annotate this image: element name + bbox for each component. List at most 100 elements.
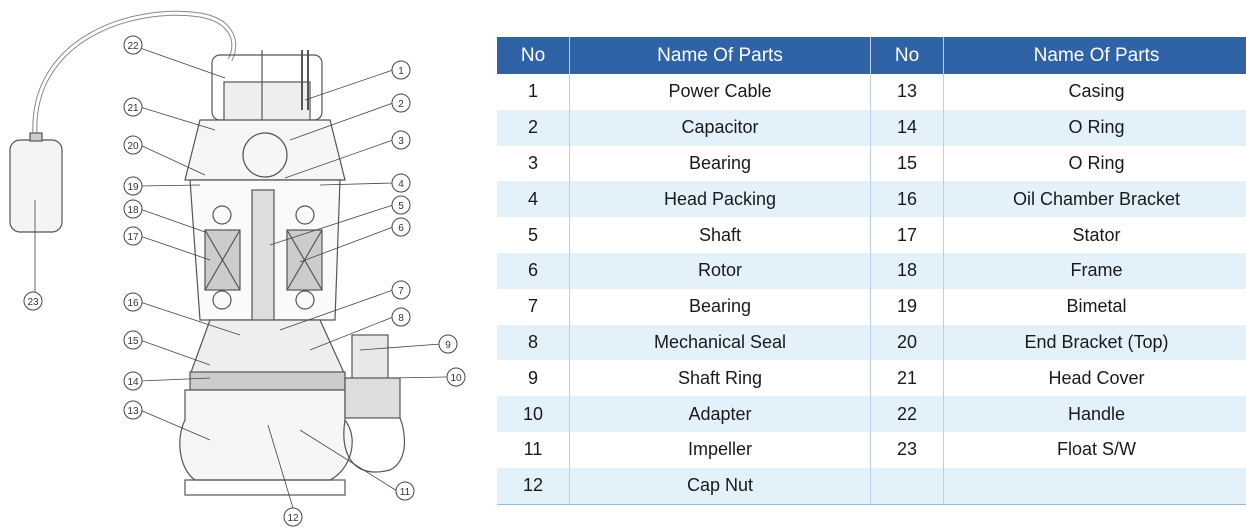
part-name: Impeller xyxy=(569,431,871,468)
callout-leaders xyxy=(34,47,448,509)
part-no: 13 xyxy=(870,74,944,110)
callout-7: 7 xyxy=(391,280,411,300)
part-name: Head Cover xyxy=(943,360,1246,397)
part-name: Shaft Ring xyxy=(569,360,871,397)
svg-text:16: 16 xyxy=(127,298,139,309)
part-name: Handle xyxy=(943,396,1246,432)
part-no: 3 xyxy=(527,152,538,173)
header-name: Name Of Parts xyxy=(943,37,1246,74)
part-no: 12 xyxy=(497,467,570,505)
svg-text:14: 14 xyxy=(127,377,139,388)
part-no: 14 xyxy=(870,109,944,146)
part-no: 4 xyxy=(497,181,570,218)
callout-11: 11 xyxy=(395,481,415,501)
callout-22: 22 xyxy=(123,35,143,55)
callout-13: 13 xyxy=(123,400,143,420)
part-no: 7 xyxy=(527,296,538,317)
part-no: 2 xyxy=(497,109,570,146)
part-no: 1 xyxy=(527,81,538,102)
part-no: 17 xyxy=(870,217,944,253)
part-name: Casing xyxy=(943,74,1246,110)
part-name: Capacitor xyxy=(569,109,871,146)
part-name: Head Packing xyxy=(569,181,871,218)
part-no: 18 xyxy=(870,252,944,289)
part-name: Power Cable xyxy=(569,74,871,110)
part-no: 23 xyxy=(870,431,944,468)
part-name: Bearing xyxy=(569,288,871,325)
svg-text:3: 3 xyxy=(398,136,404,147)
svg-text:1: 1 xyxy=(398,66,404,77)
svg-text:17: 17 xyxy=(127,232,139,243)
pump-cross-section-diagram: 22 1 21 2 3 20 4 19 5 18 6 17 7 16 8 15 … xyxy=(9,10,466,527)
part-name: Adapter xyxy=(569,396,871,432)
part-no: 15 xyxy=(870,145,944,182)
svg-text:10: 10 xyxy=(450,373,462,384)
header-name: Name Of Parts xyxy=(569,37,871,74)
callout-2: 2 xyxy=(391,93,411,113)
header-no: No xyxy=(497,37,570,74)
svg-text:20: 20 xyxy=(127,141,139,152)
part-no: 10 xyxy=(497,396,570,432)
part-name xyxy=(943,467,1246,505)
part-no: 16 xyxy=(870,181,944,218)
part-name: Frame xyxy=(943,252,1246,289)
part-name: Rotor xyxy=(569,252,871,289)
svg-text:19: 19 xyxy=(127,182,139,193)
part-name: Bimetal xyxy=(943,288,1246,325)
svg-text:13: 13 xyxy=(127,406,139,417)
part-name: End Bracket (Top) xyxy=(943,324,1246,361)
svg-text:5: 5 xyxy=(398,201,404,212)
callout-8: 8 xyxy=(391,307,411,327)
part-name: O Ring xyxy=(943,109,1246,146)
svg-text:15: 15 xyxy=(127,336,139,347)
part-name: Shaft xyxy=(569,217,871,253)
callout-20: 20 xyxy=(123,135,143,155)
callout-6: 6 xyxy=(391,217,411,237)
svg-text:2: 2 xyxy=(398,99,404,110)
part-name: O Ring xyxy=(943,145,1246,182)
parts-table: No Name Of Parts No Name Of Parts 1 Power… xyxy=(497,37,1246,505)
part-name: Mechanical Seal xyxy=(569,324,871,361)
svg-text:21: 21 xyxy=(127,103,139,114)
part-no: 22 xyxy=(870,396,944,432)
svg-text:12: 12 xyxy=(287,513,299,524)
callout-3: 3 xyxy=(391,130,411,150)
callout-21: 21 xyxy=(123,97,143,117)
part-name: Bearing xyxy=(569,145,871,182)
svg-text:4: 4 xyxy=(398,179,404,190)
part-name: Oil Chamber Bracket xyxy=(943,181,1246,218)
svg-text:6: 6 xyxy=(398,223,404,234)
svg-text:11: 11 xyxy=(400,487,411,498)
svg-text:7: 7 xyxy=(398,286,404,297)
part-no: 8 xyxy=(497,324,570,361)
pump-drawing xyxy=(9,10,406,496)
callout-10: 10 xyxy=(446,367,466,387)
svg-text:23: 23 xyxy=(27,297,39,308)
part-no: 21 xyxy=(870,360,944,397)
callout-14: 14 xyxy=(123,371,143,391)
part-name: Cap Nut xyxy=(569,467,871,505)
part-no: 9 xyxy=(527,367,538,388)
header-no: No xyxy=(870,37,944,74)
callout-5: 5 xyxy=(391,195,411,215)
callout-markers: 22 1 21 2 3 20 4 19 5 18 6 17 7 16 8 15 … xyxy=(23,35,466,527)
callout-12: 12 xyxy=(283,507,303,527)
callout-19: 19 xyxy=(123,176,143,196)
svg-text:9: 9 xyxy=(445,340,451,351)
callout-9: 9 xyxy=(438,334,458,354)
svg-text:8: 8 xyxy=(398,313,404,324)
part-no: 5 xyxy=(527,224,538,245)
callout-23: 23 xyxy=(23,291,43,311)
part-no: 20 xyxy=(870,324,944,361)
callout-4: 4 xyxy=(391,173,411,193)
